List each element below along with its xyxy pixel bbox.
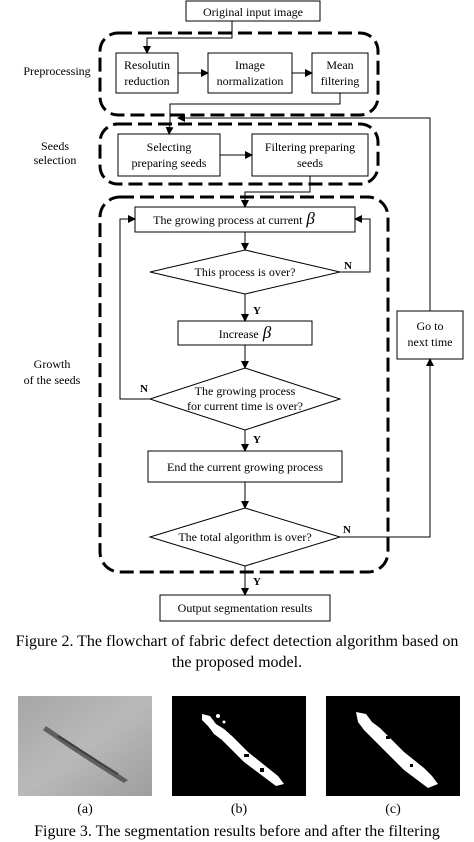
figure2-caption-line1: Figure 2. The flowchart of fabric defect… xyxy=(15,633,459,650)
figure3-label-a: (a) xyxy=(77,802,93,817)
group-label-seeds-1: Seeds xyxy=(41,139,69,153)
segmentation-result-c xyxy=(326,696,460,796)
growing-over-label-2: for current time is over? xyxy=(187,399,303,413)
growing-over-label-1: The growing process xyxy=(195,384,296,398)
growing-process-box xyxy=(134,206,356,233)
original-input-label: Original input image xyxy=(203,5,303,19)
arrow-filtering-to-growing xyxy=(241,176,311,208)
selecting-seeds-label-2: preparing seeds xyxy=(132,156,207,170)
edge-label-yes-growing: Y xyxy=(253,434,261,446)
group-label-growth-1: Growth xyxy=(34,357,71,371)
mean-filtering-label-2: filtering xyxy=(321,74,360,88)
group-label-preprocessing: Preprocessing xyxy=(23,64,90,78)
output-results-box xyxy=(159,594,331,622)
image-normalization-label-2: normalization xyxy=(217,74,284,88)
seeds-group-outline xyxy=(98,122,380,186)
arrow-process-over-no-loop xyxy=(340,215,371,273)
arrow-growing-over-no-loop xyxy=(119,215,150,400)
arrow-original-to-resolution xyxy=(143,21,233,54)
filtering-seeds-box xyxy=(251,133,369,177)
arrow-total-over-to-next-time xyxy=(340,358,434,538)
selecting-seeds-label-1: Selecting xyxy=(147,140,192,154)
edge-label-no-growing: N xyxy=(140,383,148,395)
flowchart: Preprocessing Seeds selection Growth of … xyxy=(23,0,464,622)
arrow-mean-to-seeds xyxy=(165,93,341,135)
image-normalization-box xyxy=(207,52,293,94)
image-normalization-label-1: Image xyxy=(235,58,265,72)
end-current-label: End the current growing process xyxy=(167,460,323,474)
preprocessing-group-outline xyxy=(98,31,380,117)
edge-label-no-total: N xyxy=(343,524,351,536)
next-time-label-1: Go to xyxy=(417,319,444,333)
arrow-next-time-to-seeds xyxy=(177,114,431,311)
next-time-label-2: next time xyxy=(408,335,453,349)
edge-label-yes-process: Y xyxy=(253,305,261,317)
figure3-label-b: (b) xyxy=(230,802,248,817)
process-over-label: This process is over? xyxy=(195,265,296,279)
original-input-box xyxy=(185,0,321,22)
resolution-reduction-label-1: Resolutin xyxy=(124,58,170,72)
filtering-seeds-label-1: Filtering preparing xyxy=(265,140,355,154)
total-over-label: The total algorithm is over? xyxy=(178,530,311,544)
edge-label-no-process: N xyxy=(344,260,352,272)
growth-group-outline xyxy=(98,195,390,574)
next-time-box xyxy=(396,310,464,360)
figure2-caption-line2: the proposed model. xyxy=(171,654,303,671)
output-results-label: Output segmentation results xyxy=(178,601,313,615)
fabric-defect-image-a xyxy=(18,696,152,796)
filtering-seeds-label-2: seeds xyxy=(297,156,323,170)
figure3-caption: Figure 3. The segmentation results befor… xyxy=(34,823,440,840)
resolution-reduction-label-2: reduction xyxy=(124,74,169,88)
segmentation-result-b xyxy=(172,696,306,796)
mean-filtering-box xyxy=(311,52,369,94)
group-label-growth-2: of the seeds xyxy=(24,373,81,387)
group-label-seeds-2: selection xyxy=(34,153,77,167)
mean-filtering-label-1: Mean xyxy=(326,58,353,72)
edge-label-yes-total: Y xyxy=(253,576,261,588)
figure3-label-c: (c) xyxy=(385,802,401,817)
